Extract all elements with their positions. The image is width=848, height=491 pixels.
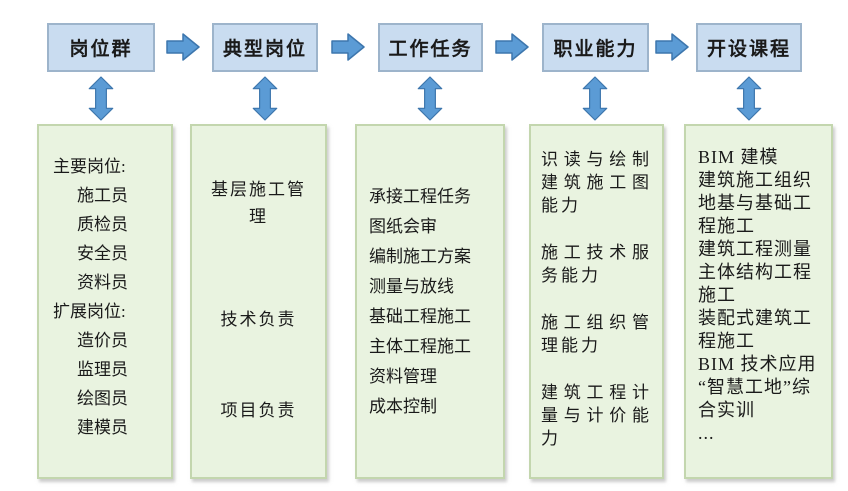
position-item: 绘图员 — [77, 389, 128, 408]
typical-position-item: 技术负责 — [220, 310, 297, 329]
work-task-item: 主体工程施工 — [369, 337, 471, 356]
work-task-item: 资料管理 — [369, 367, 437, 386]
flow-arrow-right-icon — [166, 31, 200, 63]
work-task-item: 编制施工方案 — [369, 247, 471, 266]
position-item: 施工员 — [77, 186, 128, 205]
work-task-item: 基础工程施工 — [369, 307, 471, 326]
header-box-typical-positions: 典型岗位 — [212, 23, 318, 72]
header-label: 岗位群 — [69, 39, 133, 60]
typical-position-item: 基层施工管理 — [211, 180, 306, 226]
course-item: 地基与基础工程施工 — [698, 193, 812, 236]
panel-work-tasks: 承接工程任务 图纸会审 编制施工方案 测量与放线 基础工程施工 主体工程施工 资… — [355, 124, 505, 479]
group-label: 主要岗位: — [53, 157, 126, 176]
double-arrow-vertical-icon — [252, 76, 278, 121]
header-box-professional-abilities: 职业能力 — [542, 23, 649, 72]
header-label: 开设课程 — [706, 39, 791, 60]
course-item: BIM 建模 — [698, 147, 779, 167]
work-task-item: 成本控制 — [369, 397, 437, 416]
ability-item: 施工技术服务能力 — [541, 243, 652, 285]
flow-arrow-right-icon — [655, 31, 689, 63]
group-label: 扩展岗位: — [53, 302, 126, 321]
course-item: “智慧工地”综合实训 — [698, 377, 811, 420]
work-task-item: 测量与放线 — [369, 277, 454, 296]
header-label: 工作任务 — [388, 39, 473, 60]
flow-arrow-right-icon — [495, 31, 529, 63]
position-item: 建模员 — [77, 418, 128, 437]
header-label: 典型岗位 — [222, 39, 307, 60]
double-arrow-vertical-icon — [736, 76, 762, 121]
course-item: BIM 技术应用 — [698, 354, 817, 374]
course-item: 主体结构工程施工 — [698, 262, 812, 305]
work-task-item: 承接工程任务 — [369, 187, 471, 206]
ability-item: 施工组织管理能力 — [541, 313, 652, 355]
position-item: 质检员 — [77, 215, 128, 234]
work-task-item: 图纸会审 — [369, 217, 437, 236]
panel-courses-offered: BIM 建模 建筑施工组织 地基与基础工程施工 建筑工程测量 主体结构工程施工 … — [684, 124, 833, 479]
header-box-work-tasks: 工作任务 — [378, 23, 483, 72]
position-item: 监理员 — [77, 360, 128, 379]
panel-professional-abilities: 识读与绘制建筑施工图能力 施工技术服务能力 施工组织管理能力 建筑工程计量与计价… — [529, 124, 664, 479]
position-item: 安全员 — [77, 244, 128, 263]
double-arrow-vertical-icon — [88, 76, 114, 121]
course-item: 建筑工程测量 — [698, 239, 812, 259]
header-box-courses-offered: 开设课程 — [696, 23, 802, 72]
course-item: 装配式建筑工程施工 — [698, 308, 812, 351]
course-item: 建筑施工组织 — [698, 170, 812, 190]
ability-item: 识读与绘制建筑施工图能力 — [541, 150, 652, 215]
course-item: ... — [698, 423, 715, 443]
header-box-position-group: 岗位群 — [47, 23, 155, 72]
panel-typical-positions: 基层施工管理 技术负责 项目负责 — [190, 124, 327, 479]
header-label: 职业能力 — [553, 39, 638, 60]
typical-position-item: 项目负责 — [220, 401, 297, 420]
position-item: 造价员 — [77, 331, 128, 350]
double-arrow-vertical-icon — [417, 76, 443, 121]
flow-arrow-right-icon — [331, 31, 365, 63]
ability-item: 建筑工程计量与计价能力 — [541, 383, 652, 448]
panel-position-group: 主要岗位: 施工员 质检员 安全员 资料员 扩展岗位: 造价员 监理员 绘图员 … — [37, 124, 173, 479]
position-item: 资料员 — [77, 273, 128, 292]
double-arrow-vertical-icon — [582, 76, 608, 121]
